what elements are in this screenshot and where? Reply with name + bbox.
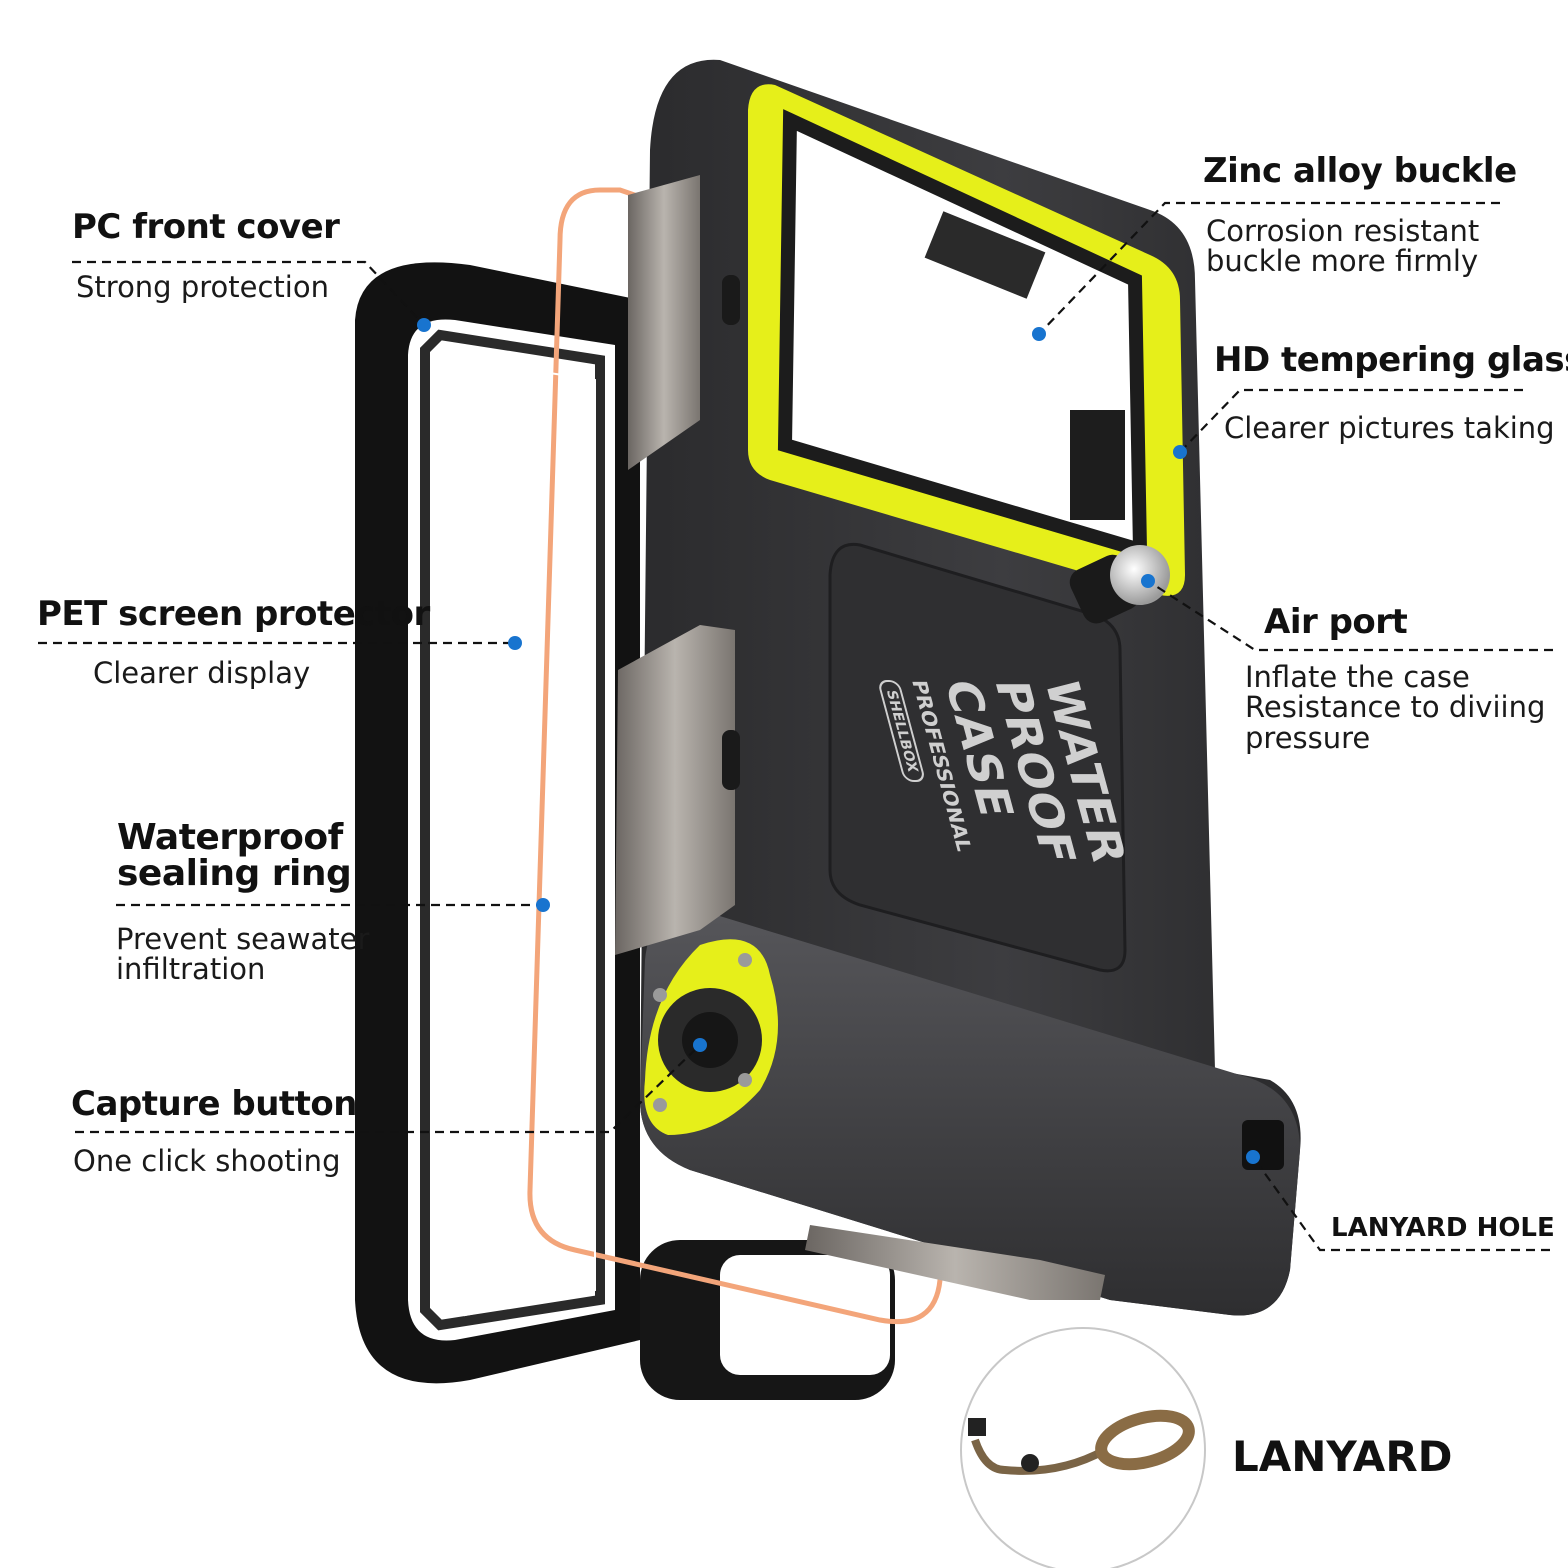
feature-title: Capture button — [71, 1084, 357, 1124]
callout-dots — [417, 318, 1260, 1164]
feature-desc: Inflate the case Resistance to diviing p… — [1245, 660, 1546, 755]
feature-desc: Clearer pictures taking — [1224, 411, 1555, 445]
feature-title: LANYARD — [1232, 1432, 1453, 1481]
pet-screen-protector — [464, 358, 596, 1317]
feature-title: PC front cover — [72, 207, 340, 247]
capture-button-assembly — [644, 939, 778, 1135]
feature-desc: Prevent seawater infiltration — [116, 922, 370, 987]
feature-title: Zinc alloy buckle — [1203, 151, 1517, 191]
leader-lines — [38, 201, 1553, 1252]
feature-title: Waterproof sealing ring — [117, 817, 352, 894]
feature-title: LANYARD HOLE — [1331, 1213, 1555, 1243]
air-port-knob — [1069, 545, 1170, 624]
back-print: WATER PROOF CASE PROFESSIONAL SHELLBOX — [833, 640, 1147, 864]
feature-title: PET screen protector — [37, 594, 430, 634]
feature-desc: Strong protection — [76, 270, 329, 304]
feature-title: HD tempering glass — [1214, 340, 1568, 380]
feature-title: Air port — [1264, 602, 1408, 642]
feature-desc: Clearer display — [93, 656, 311, 690]
case-body — [615, 59, 1301, 1316]
feature-desc: One click shooting — [73, 1144, 341, 1178]
pc-front-cover-frame — [355, 262, 895, 1400]
feature-desc: Corrosion resistant buckle more firmly — [1206, 214, 1480, 279]
lanyard-inset — [960, 1327, 1206, 1568]
